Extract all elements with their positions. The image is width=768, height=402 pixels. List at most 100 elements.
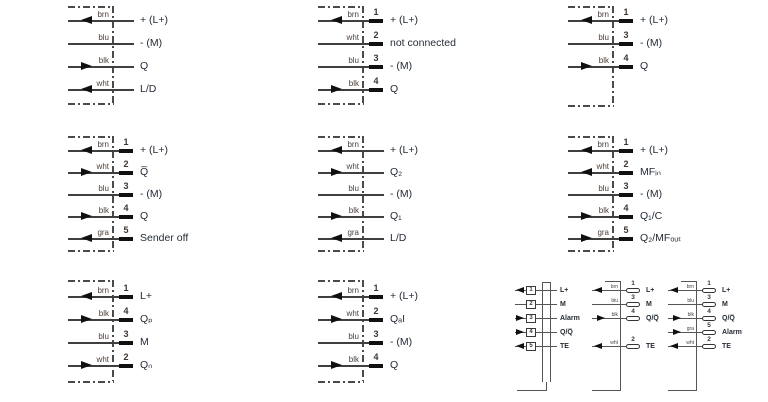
wire-line [568,216,620,218]
wire-line [668,346,702,348]
wire-color-label: blk [98,309,109,318]
signal-label: - (M) [390,59,413,72]
signal-label: not connected [390,36,456,49]
wire-line [68,66,134,68]
signal-label: L/D [390,231,407,244]
arrow-out-icon [331,85,342,93]
arrow-in-icon [594,343,602,349]
arrow-in-icon [516,343,524,349]
wire-color-label: wht [346,162,359,171]
wire-line [68,194,120,196]
wire-color-label: wht [346,309,359,318]
wire-color-label: brn [686,283,694,290]
wire-color-label: blu [98,184,109,193]
signal-label: + (L+) [640,13,669,26]
pin-number: 2 [123,352,129,362]
pin-capsule [702,315,716,321]
device-boundary-right [612,6,614,105]
arrow-out-icon [673,329,681,335]
pin-capsule [702,329,716,335]
pin-terminal [619,18,633,23]
pin-lead-line [536,318,557,320]
wire-line [68,296,120,298]
wire-color-label: blu [687,297,694,304]
ground-bracket [517,390,547,392]
pin-lead-line [536,332,557,334]
wire-color-label: wht [346,33,359,42]
wire-line [68,43,134,45]
pin-number: 2 [373,306,379,316]
pin-number: 5 [707,322,711,329]
arrow-out-icon [516,315,524,321]
arrow-out-icon [331,361,342,369]
pin-lead-line [536,304,557,306]
pin-number: 1 [123,283,129,293]
device-boundary-top [681,281,697,283]
arrow-out-icon [581,212,592,220]
wire-color-label: brn [610,283,618,290]
pin-number: 1 [373,7,379,17]
signal-label: TE [722,342,731,350]
wire-line [568,43,620,45]
device-boundary-right [362,280,364,381]
pin-number: 3 [123,329,129,339]
arrow-out-icon [331,168,342,176]
wire-line [68,365,120,367]
wire-line [318,216,384,218]
arrow-in-icon [581,168,592,176]
device-boundary-bottom [568,105,614,107]
wire-line [318,66,370,68]
wire-color-label: blk [348,206,359,215]
pin-number: 4 [623,203,629,213]
wire-line [318,172,384,174]
pin-number: 5 [123,225,129,235]
arrow-in-icon [81,16,92,24]
pin-terminal [369,87,383,92]
arrow-in-icon [331,292,342,300]
device-boundary-bottom [318,250,364,252]
signal-label: + (L+) [140,13,169,26]
pin-box: 2 [526,299,536,309]
wire-line [68,319,120,321]
pin-terminal [619,214,633,219]
pin-number: 5 [623,225,629,235]
pin-terminal [619,192,633,197]
pin-lead-line [536,346,557,348]
signal-label: M [646,300,652,308]
device-boundary-bottom [68,103,114,105]
wire-line [568,150,620,152]
signal-label: Q [390,358,399,371]
wire-color-label: brn [347,10,359,19]
wire-color-label: blu [598,33,609,42]
device-boundary-right [362,136,364,250]
arrow-out-icon [81,168,92,176]
pin-number: 2 [373,30,379,40]
wire-color-label: blu [611,297,618,304]
signal-label: Q₁ [390,209,402,222]
wire-color-label: brn [347,286,359,295]
wire-line [592,318,626,320]
wire-color-label: brn [97,286,109,295]
arrow-in-icon [331,146,342,154]
pin-number: 2 [707,336,711,343]
wire-line [668,318,702,320]
pin-terminal [119,294,133,299]
device-boundary-bottom [318,103,364,105]
wire-line [68,150,120,152]
signal-label: TE [646,342,655,350]
arrow-out-icon [597,315,605,321]
wire-line [668,304,702,306]
arrow-out-icon [673,315,681,321]
signal-label: Alarm [560,314,580,322]
wire-color-label: blk [98,56,109,65]
device-boundary-top [568,6,614,8]
device-boundary-top [68,6,114,8]
pin-lead-line [536,290,557,292]
device-boundary-right [112,136,114,250]
